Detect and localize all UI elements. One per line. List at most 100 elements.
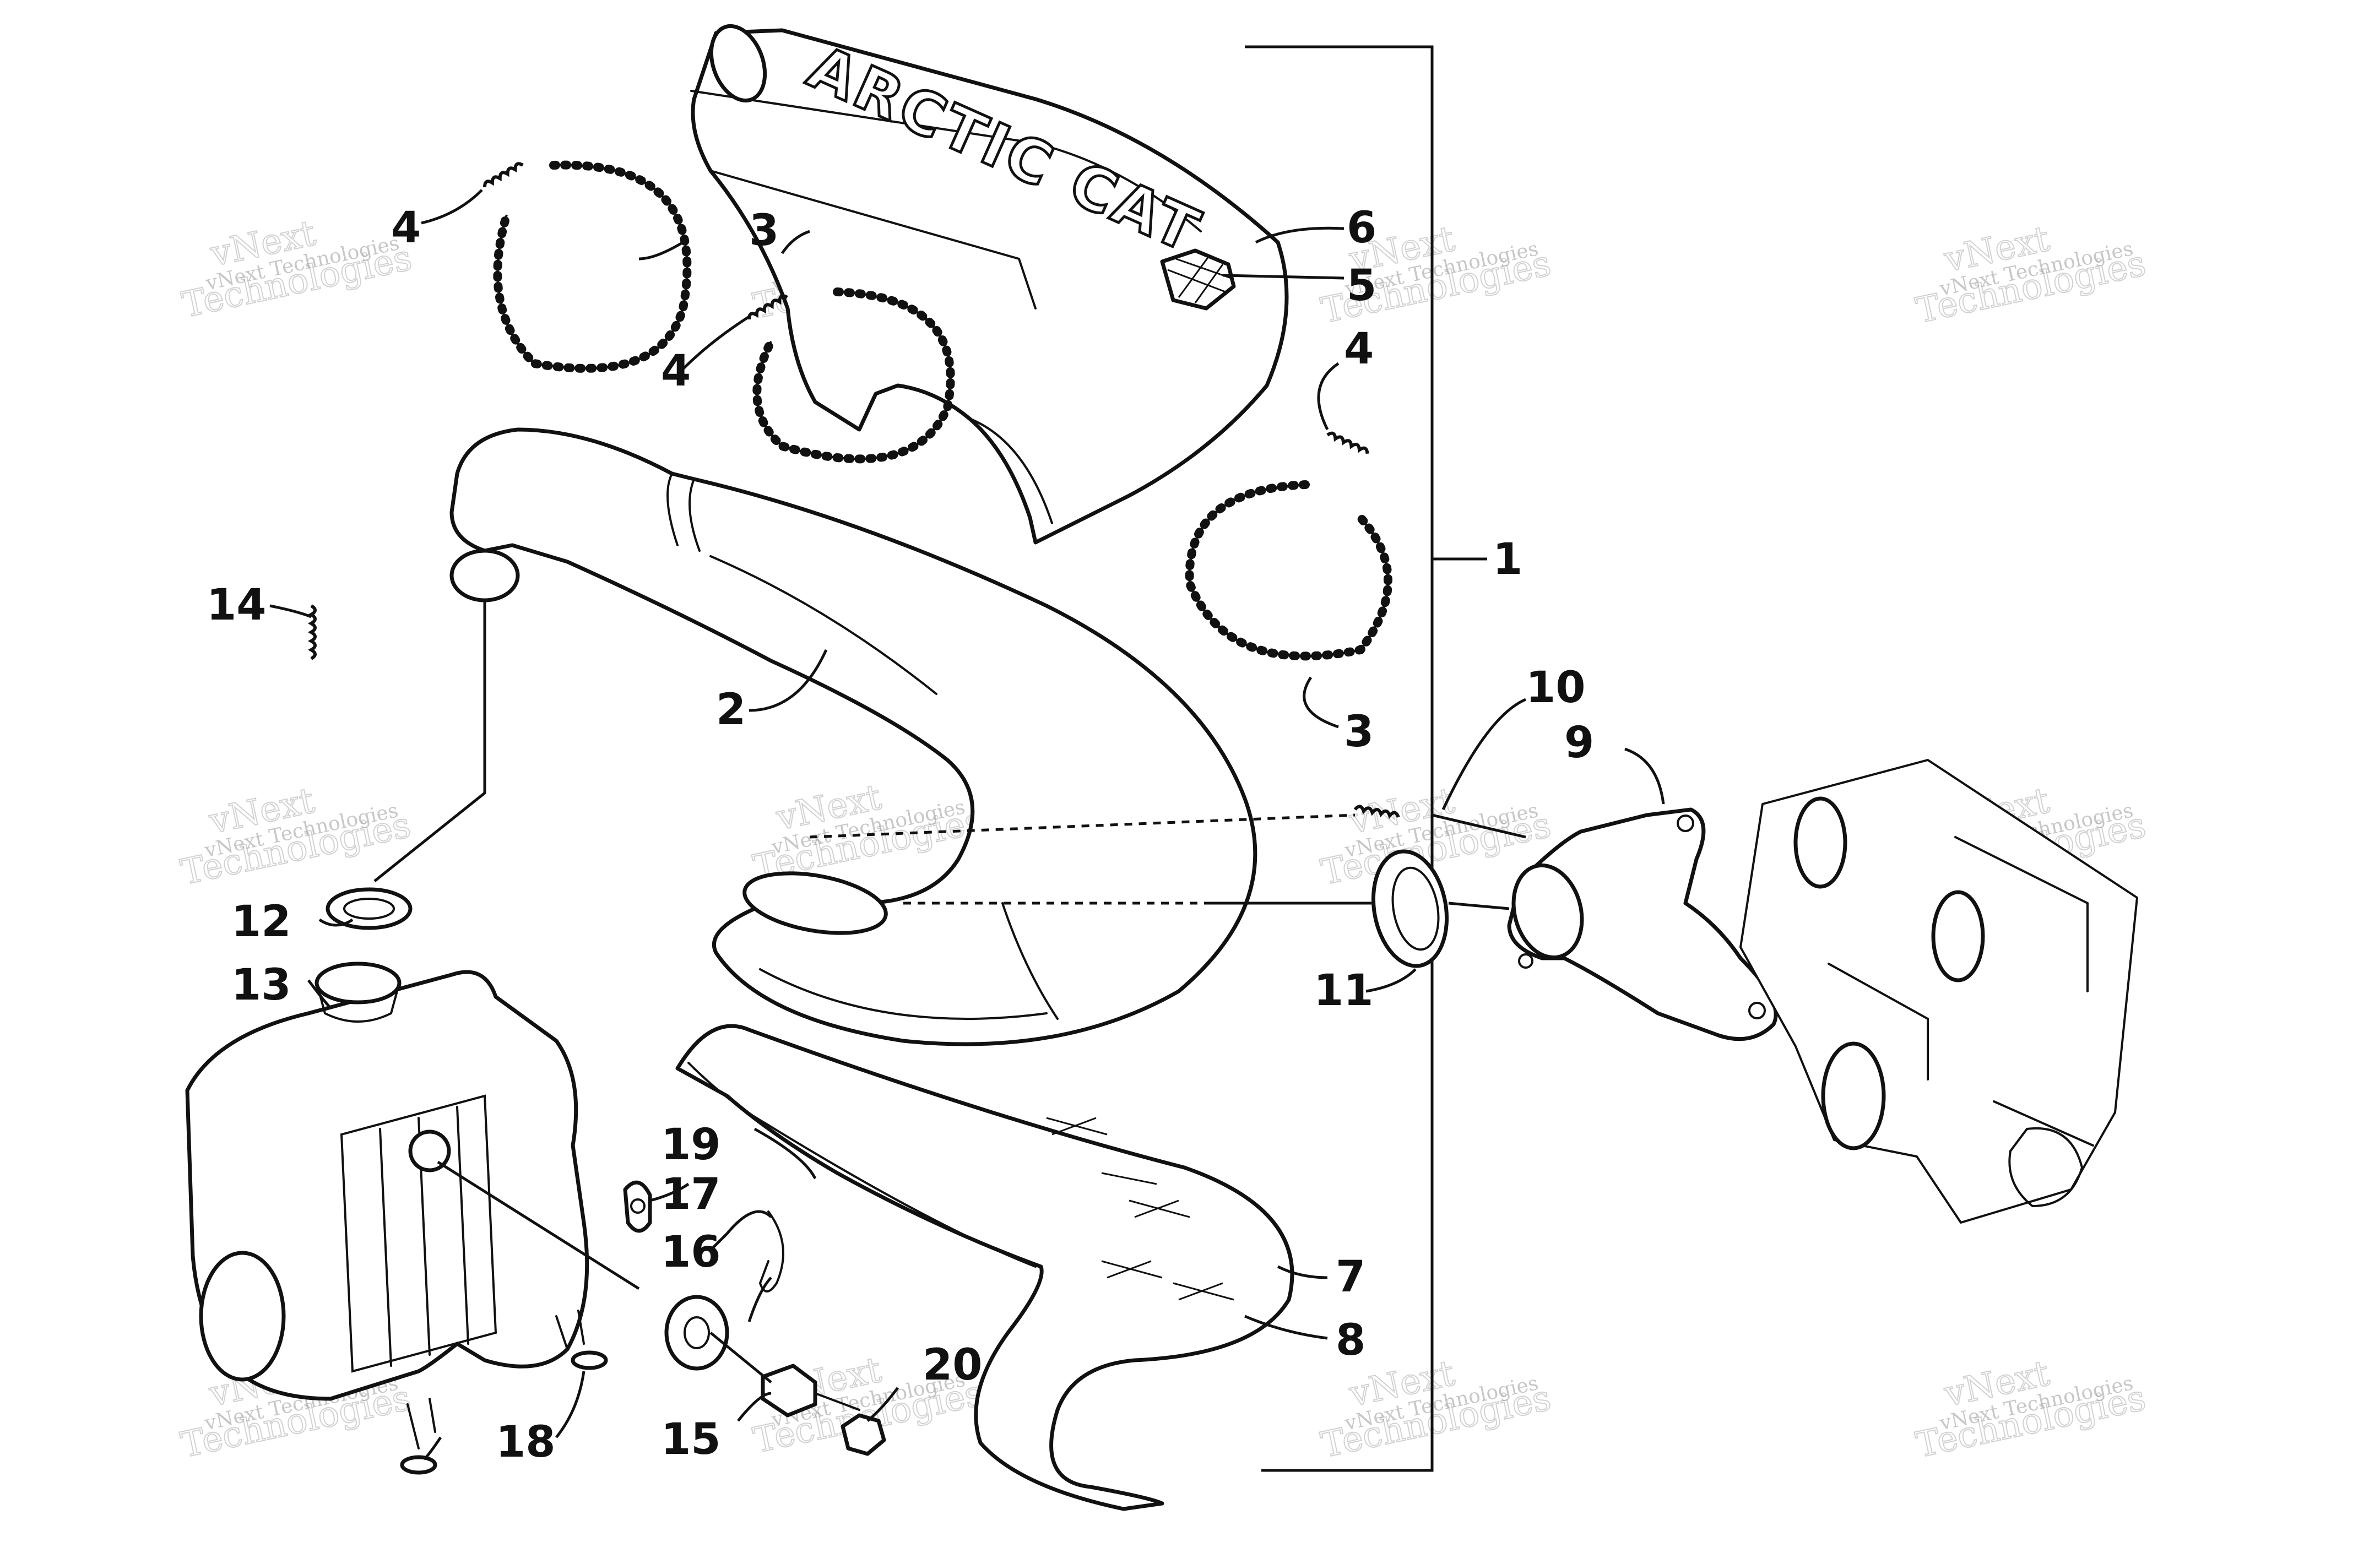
watermark: vNext Technologies vNext Technologies	[1912, 218, 2150, 332]
silencer-shell: ARCTIC CAT	[690, 24, 1289, 545]
silencer-body	[691, 28, 1289, 545]
callout-leaders	[269, 189, 1665, 1460]
insulation-mesh	[1167, 256, 1232, 303]
callout-9: 9	[1564, 718, 1594, 768]
engine-detail	[1828, 836, 2094, 1147]
callout-4: 4	[661, 346, 691, 396]
engine-exhaust-port	[1793, 796, 1847, 889]
bracket-line	[1245, 45, 1434, 1472]
alignment-line	[709, 1332, 772, 1383]
callout-18: 18	[496, 1418, 556, 1467]
grommet-hole	[684, 1316, 710, 1349]
engine-exhaust-port	[1931, 890, 1985, 982]
silencer-outlet	[709, 24, 767, 103]
callout-4: 4	[1344, 324, 1374, 374]
washer-hole	[630, 1198, 646, 1214]
chamber-flange	[449, 549, 520, 602]
chamber-ring	[688, 478, 701, 552]
seal-ring-inner	[1391, 866, 1440, 951]
alignment-line	[1432, 813, 1526, 839]
washer-tab	[623, 1180, 652, 1233]
engine-boss	[2008, 1127, 2084, 1208]
muffler-inlet	[315, 962, 402, 1004]
chamber-body	[449, 427, 1257, 1046]
retainer-clip	[758, 1210, 784, 1293]
leader-line	[421, 189, 483, 225]
leader-line	[638, 241, 684, 260]
leader-line	[318, 918, 354, 927]
callout-11: 11	[1314, 966, 1374, 1016]
hardware	[400, 1180, 886, 1475]
manifold-bolt-hole	[1748, 1002, 1766, 1019]
callout-7: 7	[1336, 1252, 1365, 1302]
heat-shield	[675, 1024, 1294, 1511]
spring-coil	[747, 294, 788, 320]
callout-2: 2	[716, 685, 746, 735]
insulation-patch	[1160, 248, 1236, 311]
heat-shield-mesh	[1046, 1117, 1234, 1301]
callout-16: 16	[661, 1228, 721, 1277]
callout-10: 10	[1526, 663, 1586, 713]
callout-19: 19	[661, 1120, 721, 1170]
spring-coil	[1353, 805, 1400, 819]
callout-8: 8	[1336, 1316, 1365, 1365]
leader-line	[307, 979, 332, 1009]
heat-shield-rim	[687, 1062, 1037, 1268]
muffler-side-panel	[340, 1094, 497, 1373]
strap-chain	[752, 287, 955, 464]
leader-line	[1255, 226, 1344, 244]
manifold-bolt-hole	[1518, 953, 1533, 969]
leader-line	[1441, 698, 1526, 811]
leader-line	[682, 315, 750, 370]
leader-line	[866, 1387, 899, 1422]
seal-ring	[1371, 849, 1449, 968]
alignment-line	[437, 1160, 640, 1290]
leader-line	[753, 1127, 817, 1180]
engine-block	[1739, 759, 2138, 1224]
spring-coil	[482, 162, 524, 188]
spring-coil	[1326, 431, 1369, 454]
leader-line	[747, 1277, 772, 1322]
gasket	[326, 887, 413, 930]
muffler-stud	[406, 1398, 436, 1449]
manifold-bolt-hole	[1677, 814, 1694, 832]
callout-5: 5	[1347, 261, 1376, 311]
mount-stud-shaft	[814, 1392, 860, 1411]
silencer-edge	[709, 170, 1037, 309]
callout-12: 12	[231, 897, 291, 947]
alignment-line	[809, 813, 1356, 839]
callout-17: 17	[661, 1170, 721, 1219]
leader-line	[1317, 362, 1340, 431]
callout-13: 13	[231, 960, 291, 1010]
engine-exhaust-port	[1821, 1041, 1886, 1150]
spring-coil	[307, 604, 317, 660]
watermark: vNext Technologies vNext Technologies	[749, 776, 987, 889]
chamber-seam	[1001, 902, 1059, 1020]
heat-shield-body	[675, 1024, 1294, 1511]
watermark: vNext Technologies vNext Technologies	[178, 213, 416, 327]
callout-20: 20	[923, 1340, 983, 1390]
chamber-ring	[666, 473, 679, 546]
muffler-inlet-neck	[316, 982, 400, 1023]
chamber-inlet	[742, 871, 888, 935]
snap-ring	[400, 1455, 437, 1475]
callouts: 1 2 3 3 4 4 4 5 6 7 8 9 10 11 12 13 14 1…	[207, 203, 1594, 1467]
springs	[307, 162, 1400, 819]
mount-stud	[761, 1364, 817, 1418]
leader-line	[555, 1371, 585, 1438]
leader-line	[269, 604, 312, 618]
lock-nut	[841, 1413, 886, 1456]
leader-line	[1624, 747, 1665, 805]
callout-3: 3	[749, 206, 779, 256]
strap-chain	[493, 160, 692, 373]
silencer-inlet-edge	[968, 417, 1053, 524]
assembly-bracket	[1245, 45, 1487, 1472]
grommet	[664, 1295, 729, 1371]
alignment-lines	[373, 600, 1526, 1383]
leader-line	[1222, 274, 1344, 280]
chamber-lower-edge	[759, 968, 1048, 1020]
leader-line	[1277, 1265, 1328, 1279]
chain-straps	[493, 160, 1392, 661]
callout-14: 14	[207, 580, 267, 630]
leader-line	[1365, 968, 1417, 993]
